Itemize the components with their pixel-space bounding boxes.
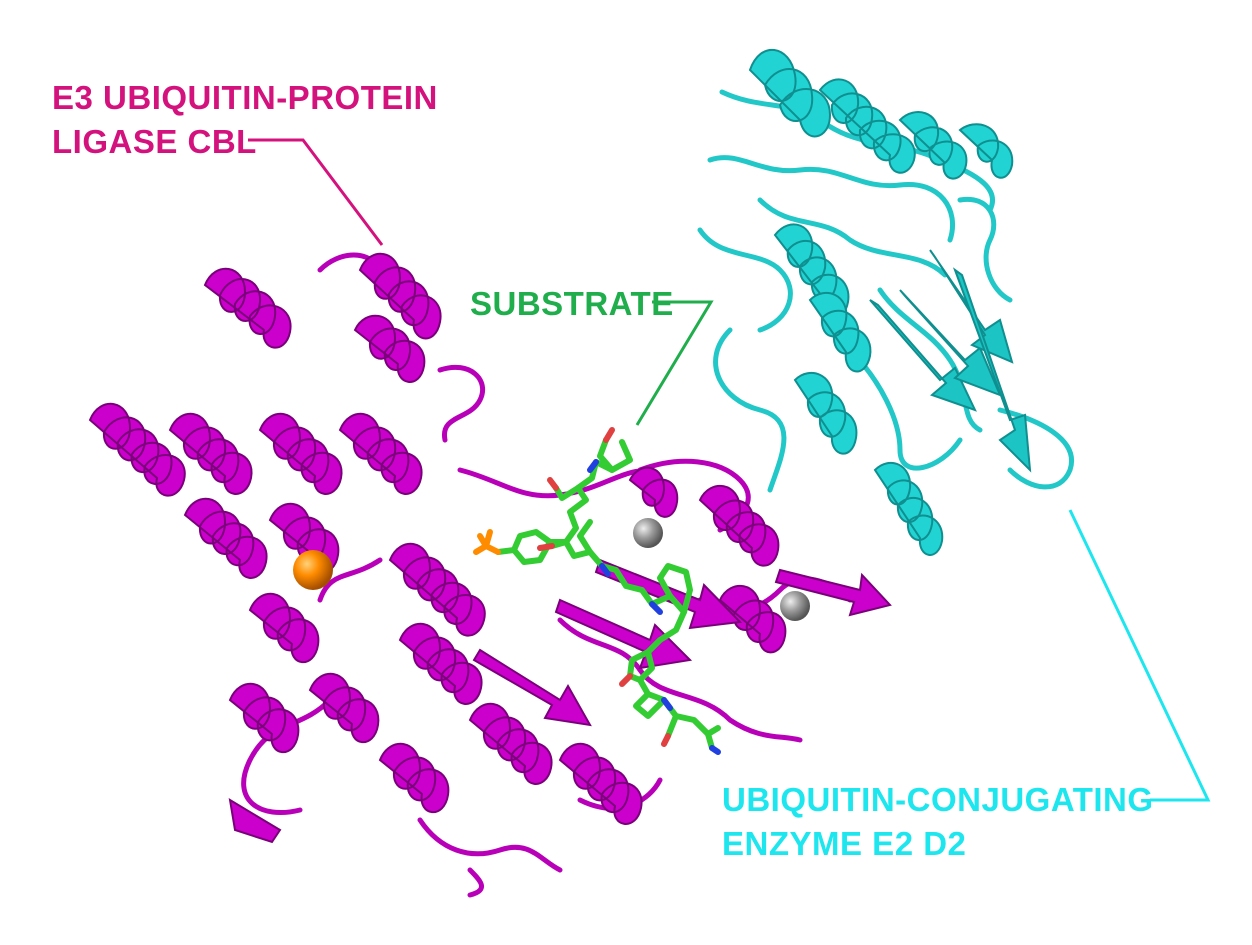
- e3-label-line1: E3 UBIQUITIN-PROTEIN: [52, 79, 438, 116]
- substrate-label: SUBSTRATE: [470, 282, 674, 326]
- grey-ion-sphere: [780, 591, 810, 621]
- e2-label-line1: UBIQUITIN-CONJUGATING: [722, 781, 1154, 818]
- e3-label-line2: LIGASE CBL: [52, 123, 257, 160]
- e2-label-line2: ENZYME E2 D2: [722, 825, 967, 862]
- e2-enzyme-label: UBIQUITIN-CONJUGATING ENZYME E2 D2: [722, 778, 1154, 866]
- substrate-label-text: SUBSTRATE: [470, 285, 674, 322]
- e3-callout-line: [248, 138, 384, 246]
- e2-callout-line: [1068, 509, 1211, 802]
- grey-ion-sphere: [633, 518, 663, 548]
- orange-ion-sphere: [293, 550, 333, 590]
- substrate-callout-line: [635, 300, 714, 426]
- e2-enzyme-structure: [697, 49, 1075, 556]
- e3-ligase-label: E3 UBIQUITIN-PROTEIN LIGASE CBL: [52, 76, 438, 164]
- substrate-peptide: [473, 427, 721, 755]
